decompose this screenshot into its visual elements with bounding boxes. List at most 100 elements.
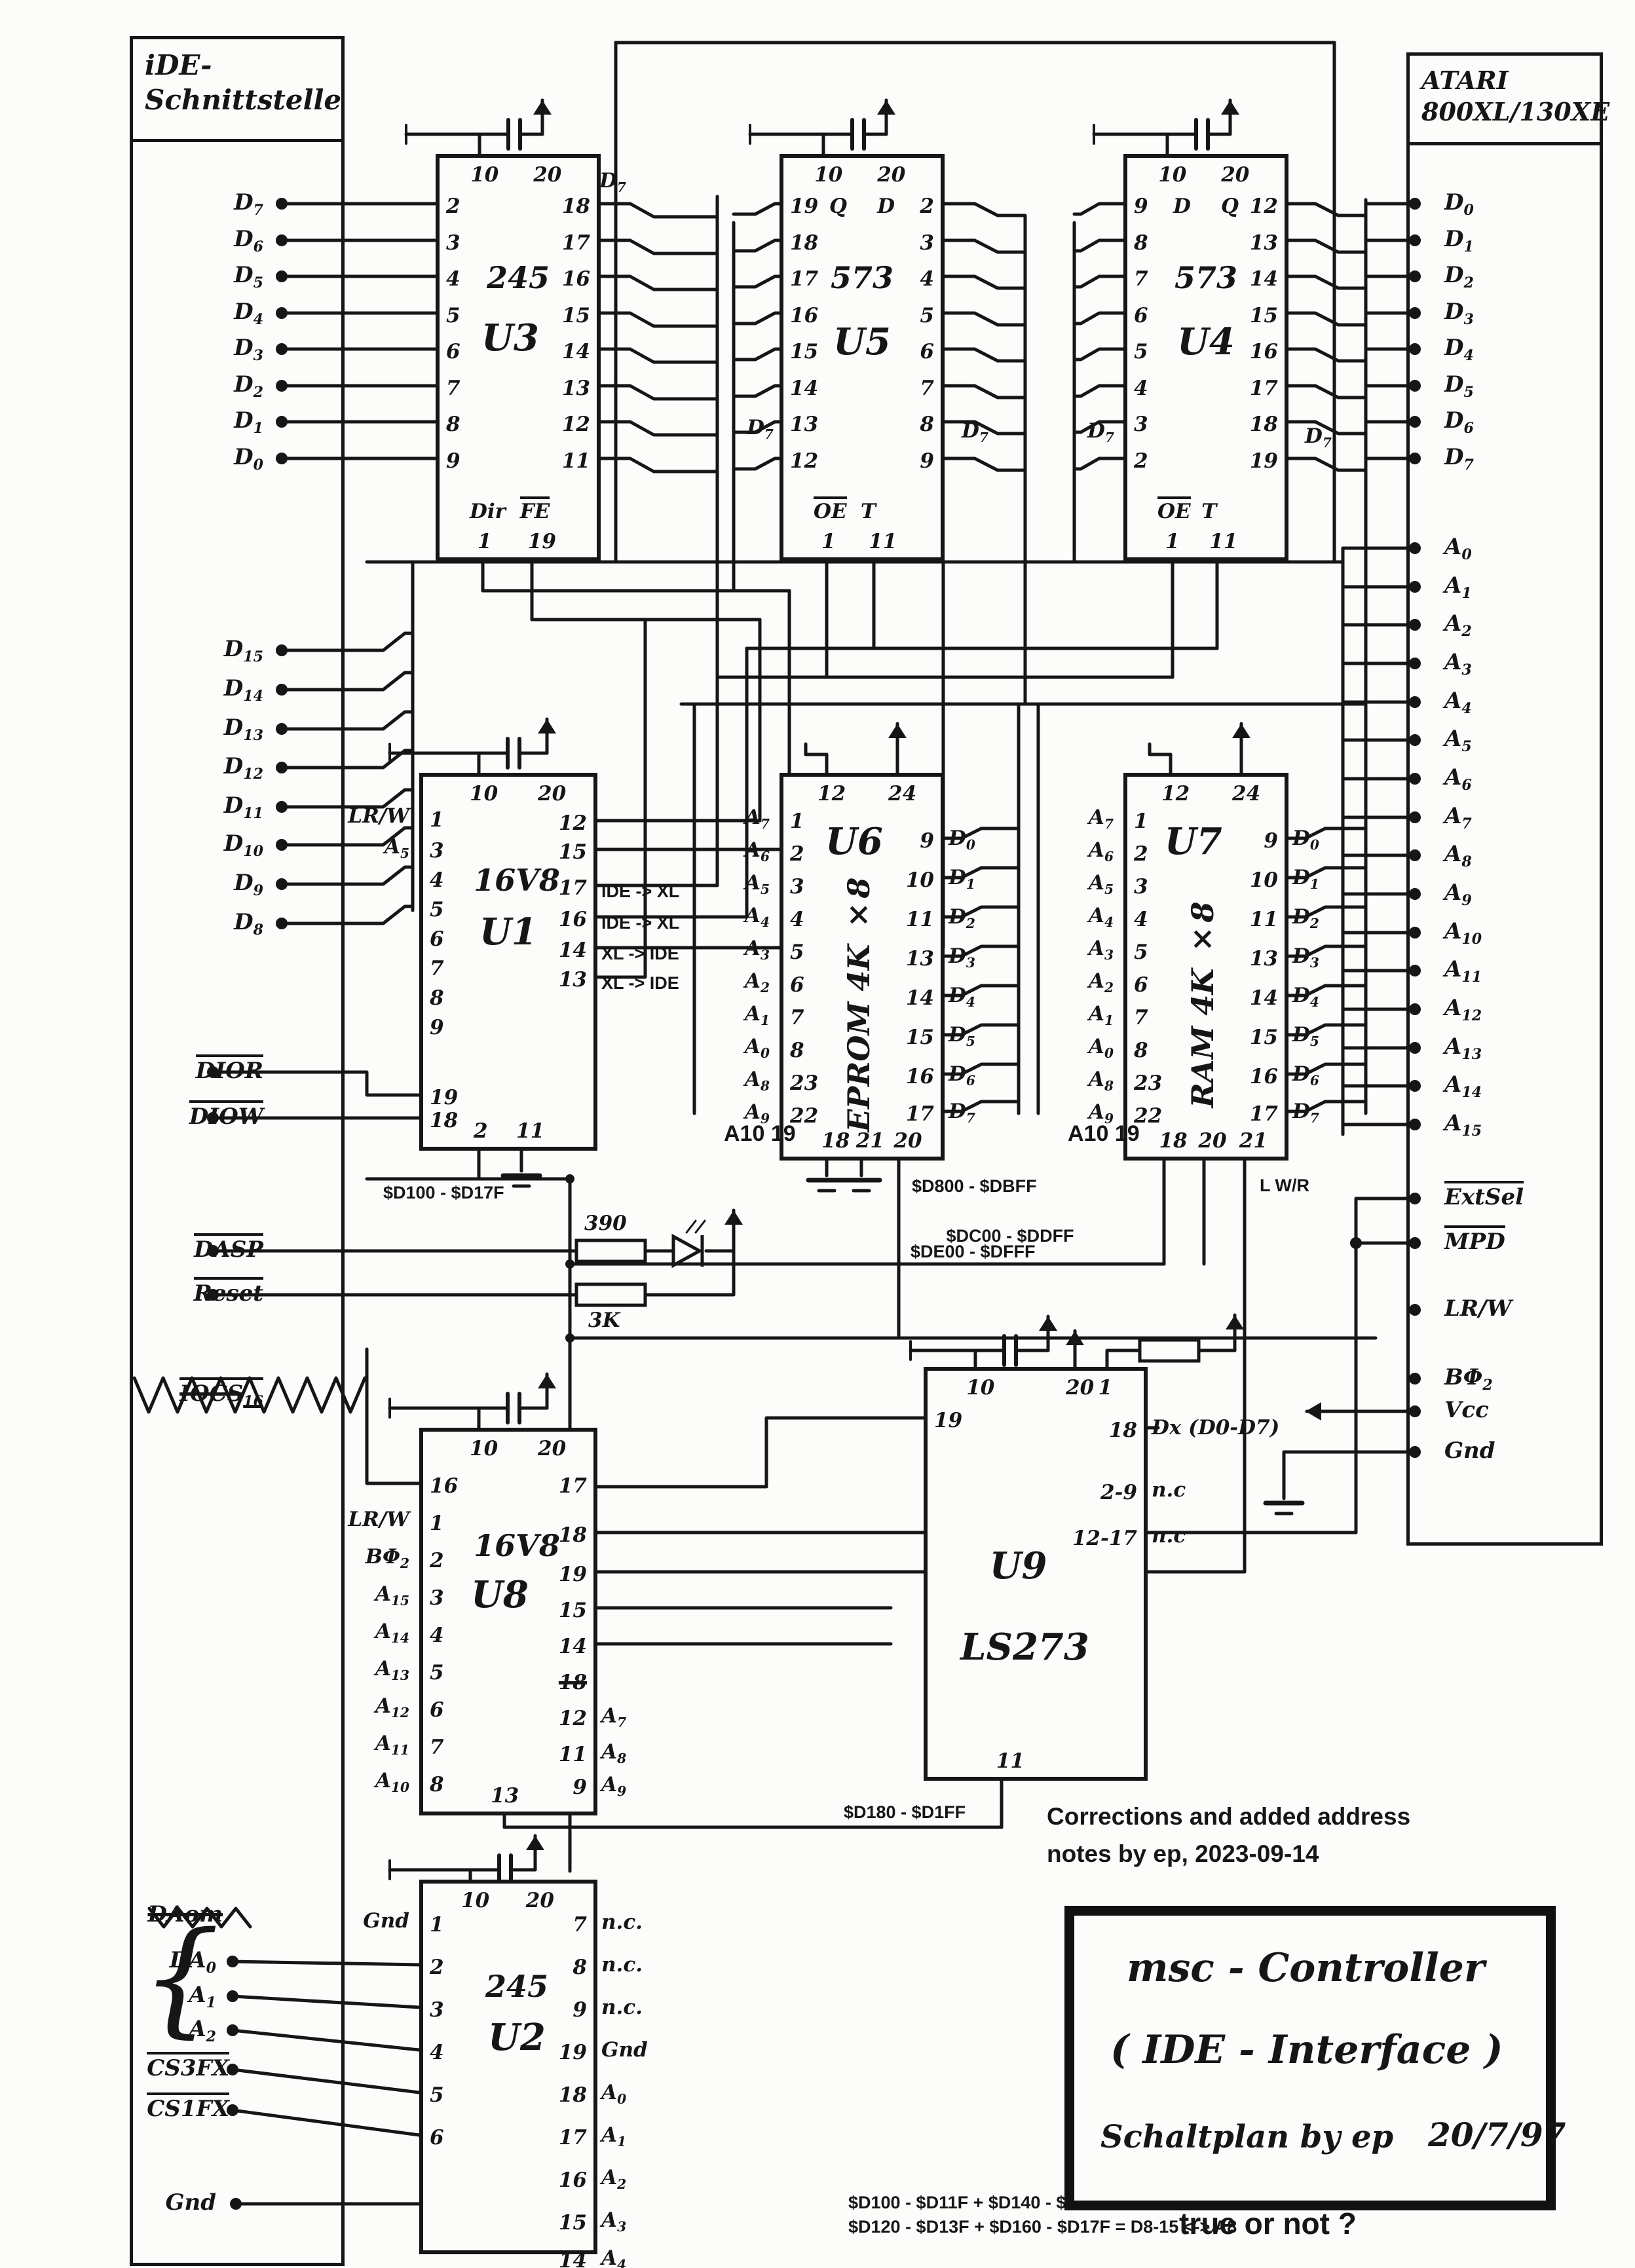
wire	[935, 944, 1021, 958]
signal-label: A8	[1444, 841, 1472, 870]
signal-label-a4: A4	[601, 2246, 627, 2268]
pin-4: 4	[1134, 908, 1148, 931]
wire	[1072, 384, 1125, 398]
pin-function-label-dir: Dir	[470, 500, 506, 523]
connection-dot-icon	[565, 1333, 574, 1343]
signal-d9: D9	[139, 870, 263, 899]
pin-12: 12	[790, 449, 819, 473]
signal-iocs16: IOCS16	[139, 1377, 263, 1410]
signal-label-a7: A7	[744, 806, 770, 832]
vcc-arrow-icon	[1226, 1315, 1244, 1329]
pin-22: 22	[790, 1104, 819, 1128]
pin-13: 13	[1249, 947, 1278, 971]
chip-ref-u1: U1	[479, 910, 537, 954]
signal-label-a2: A2	[601, 2166, 627, 2193]
pin-15: 15	[905, 1026, 934, 1049]
pin-2: 2	[430, 1956, 444, 1979]
signal-label: D12	[223, 753, 263, 783]
pin-12: 12	[1249, 195, 1278, 218]
signal-d3: D3	[1444, 299, 1474, 328]
title-line1: msc - Controller	[1127, 1945, 1485, 1991]
pin-20: 20	[893, 1129, 922, 1153]
connection-dot-icon	[1409, 1119, 1421, 1130]
signal-d1: D1	[1444, 226, 1474, 255]
wire	[732, 347, 781, 362]
wire	[935, 202, 1027, 217]
signal-label: A5	[1444, 726, 1472, 755]
pin-3: 3	[430, 1998, 444, 2022]
pin-7: 7	[573, 1913, 587, 1937]
pin-12: 12	[561, 413, 590, 436]
pin-4: 4	[446, 267, 460, 291]
connection-dot-icon	[565, 1259, 574, 1269]
pin-16: 16	[905, 1065, 934, 1088]
pin-9: 9	[1134, 195, 1148, 218]
signal-label-a9: A9	[744, 1100, 770, 1127]
pin-24: 24	[1232, 782, 1261, 806]
connection-dot-icon	[1409, 773, 1421, 785]
vcc-arrow-icon	[526, 1836, 544, 1850]
bus-label-d7-u4-left: D7	[1087, 419, 1114, 446]
pin-10: 10	[1249, 868, 1278, 892]
pin-function-label-oe: OE	[814, 496, 847, 523]
pin-2: 2	[1134, 842, 1148, 866]
signal-label: A14	[1444, 1071, 1482, 1101]
resistor-icon	[574, 1238, 647, 1263]
pin-13: 13	[491, 1784, 519, 1808]
signal-label: A10	[1444, 918, 1482, 948]
signal-label: DASP	[194, 1233, 263, 1263]
pin-function-label-t: T	[1201, 500, 1217, 523]
pin-10: 10	[966, 1376, 995, 1400]
chip-ref-u8: U8	[471, 1573, 529, 1617]
signal-label-a12: A12	[375, 1694, 409, 1721]
chip-ref-u9: U9	[989, 1544, 1047, 1588]
chip-part-u4: 573	[1174, 260, 1238, 295]
connection-dot-icon	[1409, 1304, 1421, 1316]
pin-19: 19	[527, 530, 556, 553]
signal-a1: A1	[1444, 572, 1472, 602]
connection-dot-icon	[276, 644, 288, 656]
pin-4: 4	[920, 267, 934, 291]
connection-dot-icon	[1409, 965, 1421, 976]
pin-1: 1	[790, 809, 804, 833]
pin-11: 11	[869, 530, 897, 553]
vcc-arrow-icon	[1066, 1331, 1084, 1345]
pin-7: 7	[430, 957, 444, 980]
pin-16: 16	[1249, 340, 1278, 363]
pin-19: 19	[430, 1086, 459, 1109]
signal-label: Vcc	[1444, 1397, 1489, 1423]
wire	[1072, 456, 1125, 471]
wire	[732, 311, 781, 325]
resistor-390-label: 390	[584, 1212, 627, 1235]
wire	[1279, 238, 1368, 254]
signal-label-n-c-: n.c.	[601, 1910, 643, 1934]
signal-reset: Reset	[139, 1277, 263, 1307]
pin-11: 11	[1249, 908, 1278, 931]
pin-10: 10	[814, 163, 843, 187]
chip-part-u7: RAM 4K ×8	[1185, 901, 1221, 1108]
wire	[231, 1994, 421, 2009]
signal-d4: D4	[139, 299, 263, 328]
wire	[1279, 347, 1368, 363]
signal-label: Reset	[193, 1277, 263, 1307]
signal-label: D8	[234, 909, 263, 939]
pin-6: 6	[430, 927, 444, 951]
signal-label: A2	[189, 2016, 216, 2045]
pin-3: 3	[920, 231, 934, 255]
signal-label: LR/W	[1444, 1295, 1512, 1322]
pin-19: 19	[934, 1409, 963, 1432]
pin-function-label-fe: FE	[519, 496, 550, 523]
pin-12-17: 12-17	[1072, 1527, 1137, 1550]
address-note-u9: $D180 - $D1FF	[844, 1802, 966, 1822]
signal-a0: A0	[1444, 534, 1472, 563]
signal-label: D10	[223, 830, 263, 860]
pin-7: 7	[1134, 1006, 1148, 1030]
signal-d2: D2	[1444, 262, 1474, 291]
connection-dot-icon	[276, 762, 288, 773]
pin-3: 3	[1134, 875, 1148, 899]
brace-icon: {	[141, 1905, 220, 2050]
pin-17: 17	[790, 267, 819, 291]
signal-label: D2	[234, 371, 263, 401]
